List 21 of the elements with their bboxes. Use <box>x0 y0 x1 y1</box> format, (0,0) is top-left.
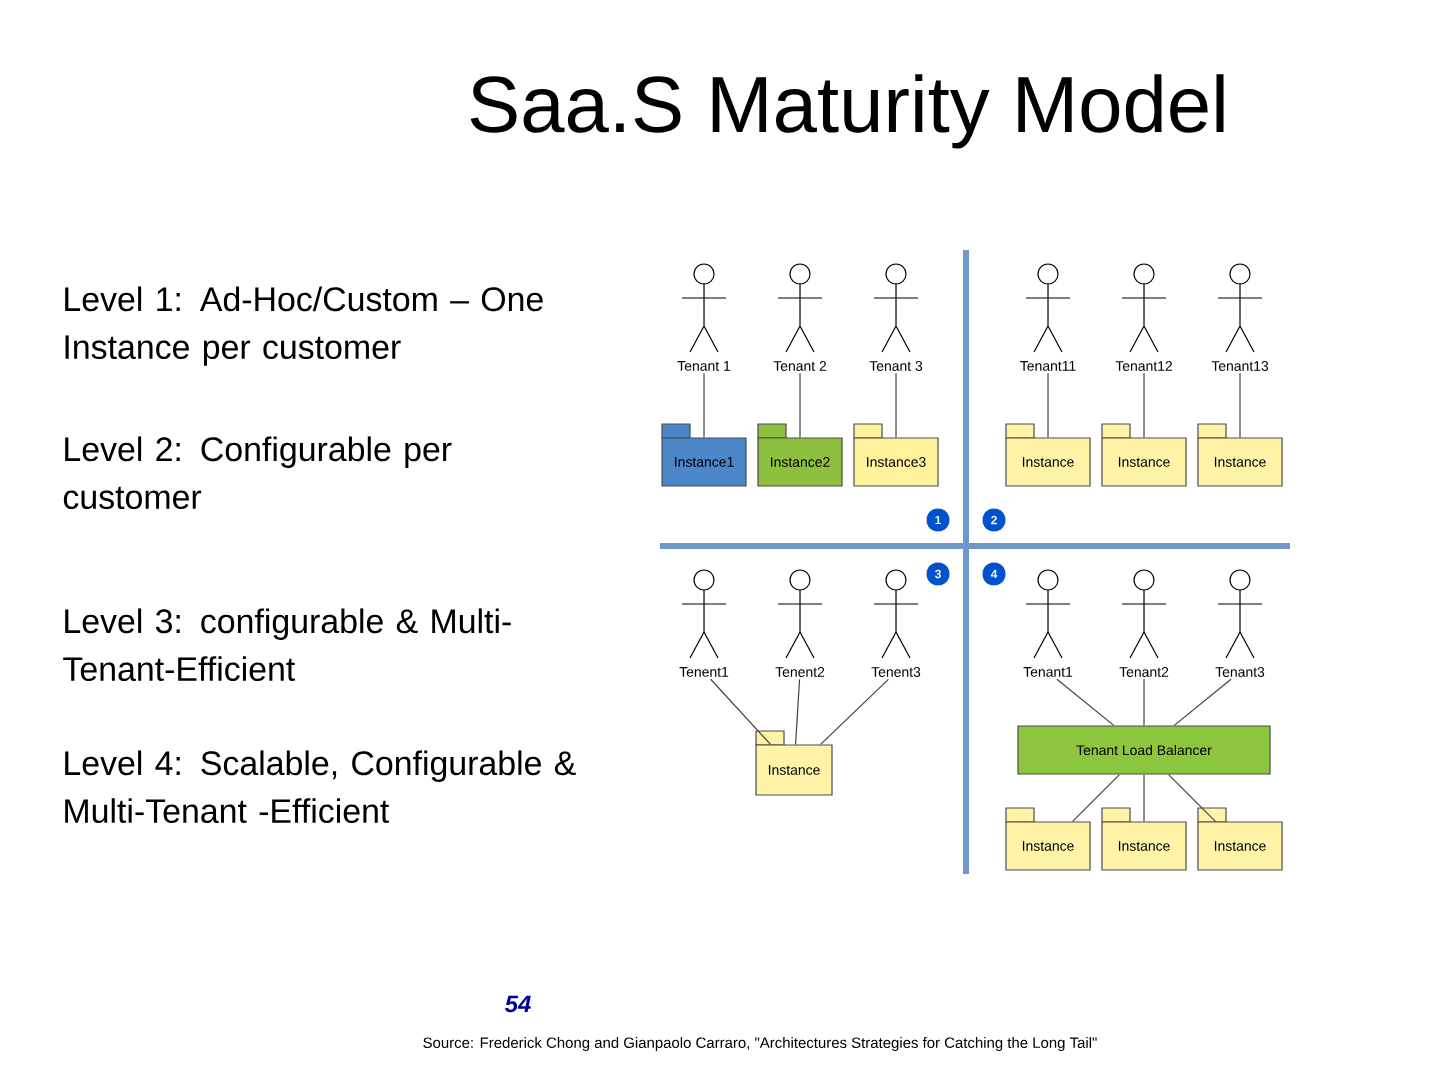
connector-line <box>795 678 801 745</box>
connector-line <box>895 372 897 438</box>
level-text: Level 1: Ad-Hoc/Custom – One Instance per customer <box>65 286 543 366</box>
connector-line <box>799 372 801 438</box>
connector-line <box>703 372 705 438</box>
connector-line <box>1168 774 1216 822</box>
connector-line <box>1143 372 1145 438</box>
connector-line <box>1072 774 1120 822</box>
connector-line <box>820 678 889 745</box>
connector-line <box>1143 774 1145 822</box>
slide-title: Saa.S Maturity Model <box>470 74 1224 149</box>
page-number: 54 <box>504 995 531 1013</box>
level-text: Level 2: Configurable per customer <box>63 436 452 510</box>
connector-line <box>1173 678 1232 726</box>
level-text: Level 4: Scalable, Configurable & Multi-Tenant -Efficient <box>65 750 576 824</box>
connector-line <box>1056 678 1115 726</box>
level-text: Level 3: configurable & Multi-Tenant-Efficient <box>63 608 511 682</box>
connector-line <box>1047 372 1049 438</box>
connector-line <box>1239 372 1241 438</box>
connector-line <box>710 678 772 745</box>
connector-line <box>1143 678 1145 726</box>
